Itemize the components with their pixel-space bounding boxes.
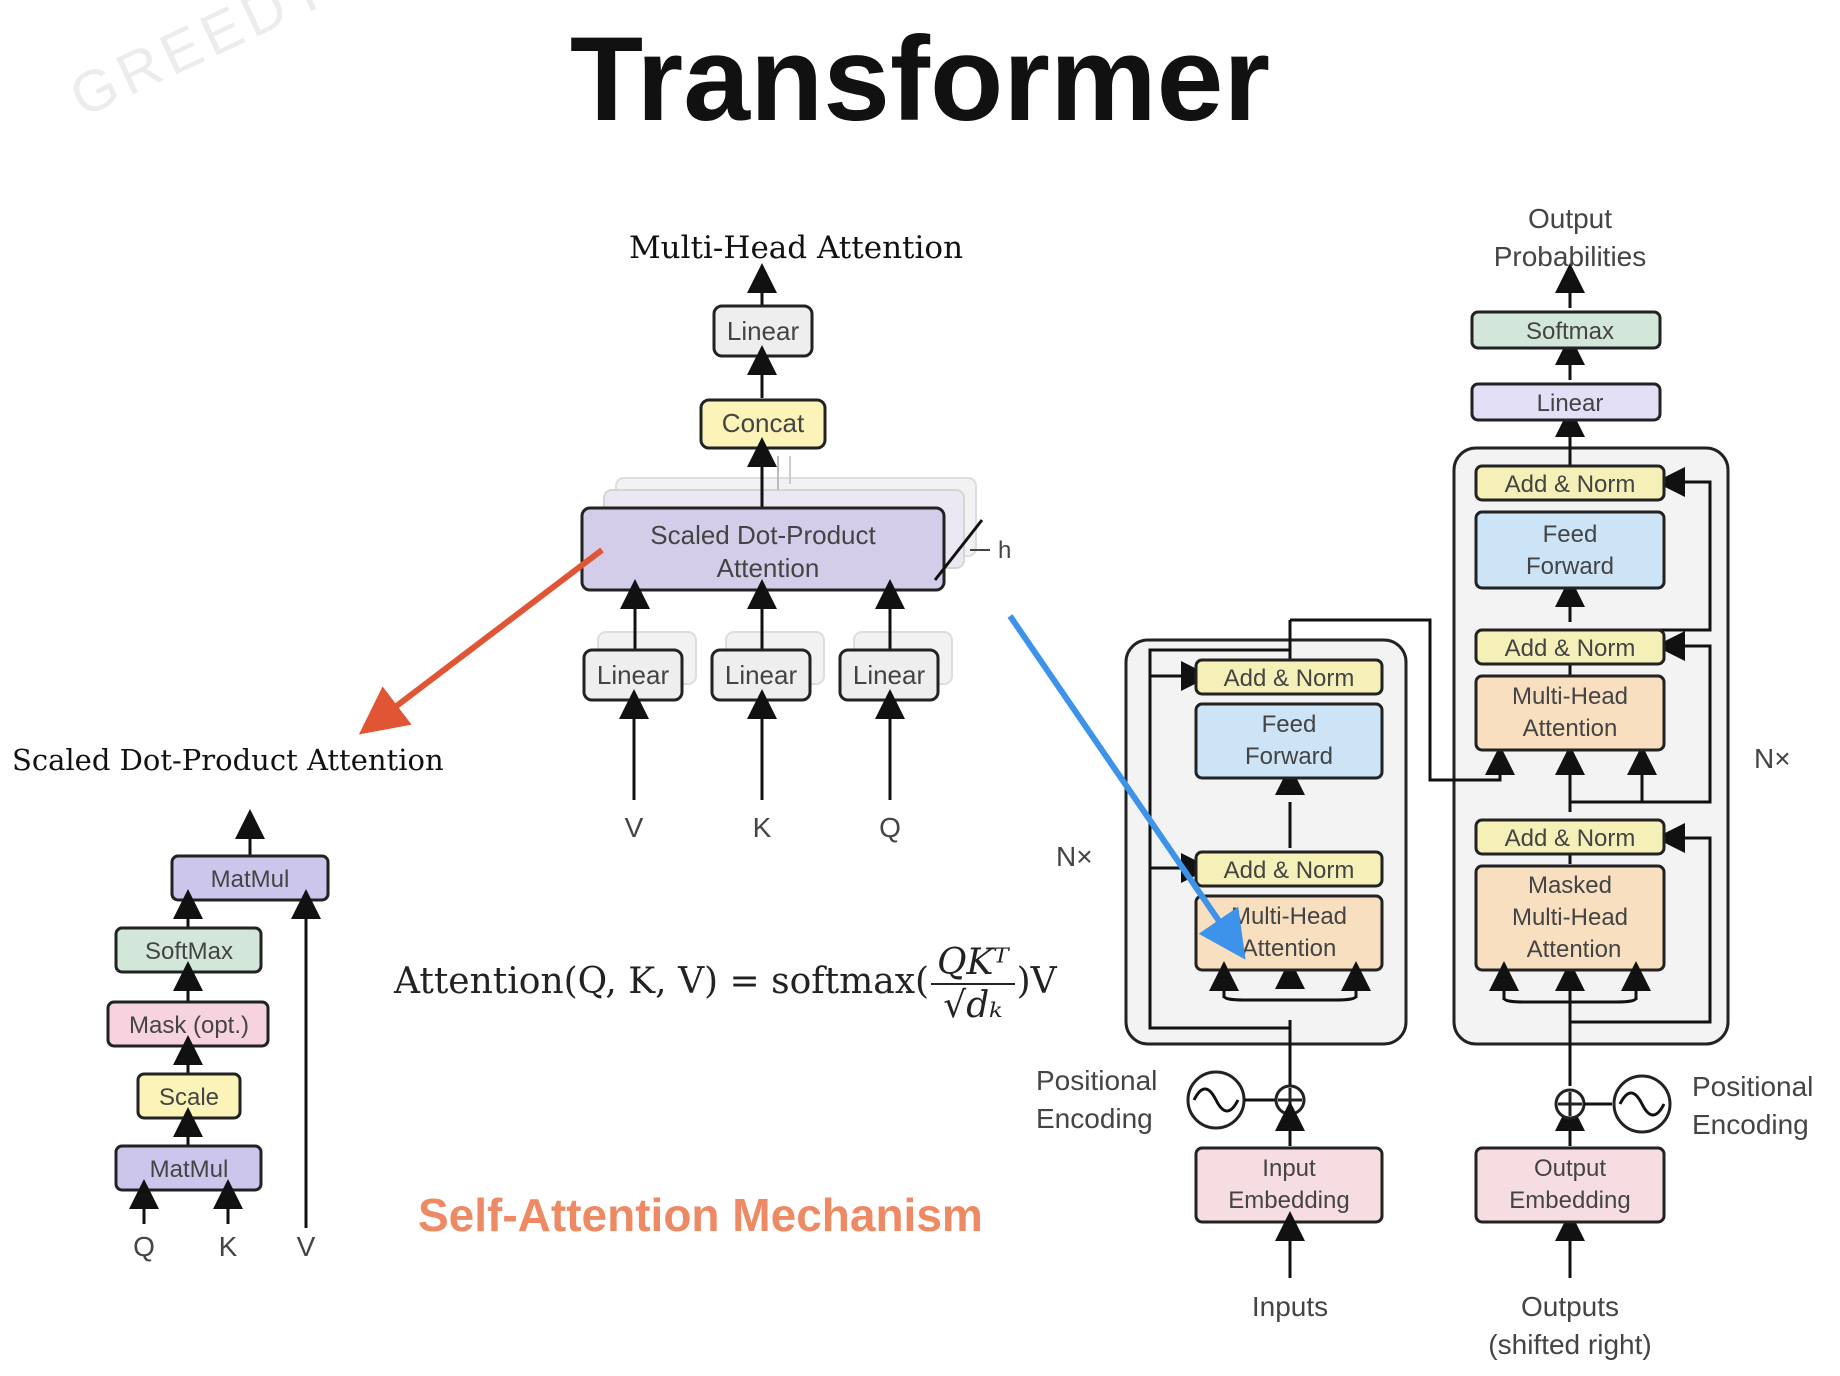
dec-mha-label-2: Attention	[1523, 715, 1618, 742]
dec-emb-label-1: Output	[1534, 1155, 1606, 1182]
dec-ff-label-2: Forward	[1526, 553, 1614, 580]
dec-masked-fork	[1502, 997, 1638, 1004]
dec-masked-label-1: Masked	[1528, 872, 1612, 899]
dec-output-embedding	[1474, 1146, 1666, 1224]
dec-add-norm-2-label: Add & Norm	[1505, 635, 1636, 662]
enc-to-dec-cross	[1290, 618, 1515, 782]
dec-emb-label-2: Embedding	[1509, 1187, 1630, 1214]
mha-sdpa-label-2: Attention	[717, 553, 820, 583]
enc-mha-label-1: Multi-Head	[1231, 903, 1347, 930]
formula-fraction: QKᵀ√dₖ	[931, 942, 1015, 1026]
red-pointer-arrow	[358, 547, 604, 735]
dec-masked-mha	[1474, 864, 1666, 972]
mha-sdpa-label-1: Scaled Dot-Product	[650, 520, 876, 550]
enc-feed-forward	[1194, 702, 1384, 780]
dec-feed-forward	[1474, 510, 1666, 590]
enc-ff-label-1: Feed	[1262, 711, 1317, 738]
dec-nx: N×	[1754, 743, 1791, 774]
mha-input-k: K	[753, 812, 772, 843]
enc-add-norm-bottom-label: Add & Norm	[1224, 857, 1355, 884]
enc-ff-label-2: Forward	[1245, 743, 1333, 770]
sdpa-k: K	[219, 1231, 238, 1262]
dec-add-norm-1	[1474, 464, 1666, 502]
mha-linear-q-label: Linear	[853, 660, 926, 690]
sdpa-softmax-label: SoftMax	[145, 938, 233, 965]
sdpa-scale-label: Scale	[159, 1084, 219, 1111]
dec-add-norm-3-label: Add & Norm	[1505, 825, 1636, 852]
dec-linear	[1470, 382, 1662, 422]
dec-masked-label-3: Attention	[1527, 936, 1622, 963]
mechanism-label: Self-Attention Mechanism	[418, 1189, 983, 1241]
sdpa-matmul-top-label: MatMul	[211, 866, 290, 893]
enc-pe-1: Positional	[1036, 1065, 1157, 1096]
outputs-label-1: Outputs	[1521, 1291, 1619, 1322]
dec-masked-label-2: Multi-Head	[1512, 904, 1628, 931]
sdpa-matmul-top	[170, 854, 330, 902]
dec-cross-fork	[1570, 745, 1657, 804]
mha-linear-v-label: Linear	[597, 660, 670, 690]
sdpa-q: Q	[133, 1231, 155, 1262]
dec-ff-label-1: Feed	[1543, 521, 1598, 548]
inputs-label: Inputs	[1252, 1291, 1328, 1322]
formula-rhs: )V	[1016, 961, 1057, 1002]
slide-title: Transformer	[569, 12, 1271, 146]
mha-input-q: Q	[879, 812, 901, 843]
h-label: h	[998, 537, 1011, 564]
enc-emb-label-1: Input	[1262, 1155, 1316, 1182]
dec-pe-2: Encoding	[1692, 1109, 1809, 1140]
sdpa-v: V	[297, 1231, 316, 1262]
enc-emb-label-2: Embedding	[1228, 1187, 1349, 1214]
enc-add-norm-bottom	[1194, 850, 1384, 888]
mha-input-v: V	[625, 812, 644, 843]
enc-add-norm-top-label: Add & Norm	[1224, 665, 1355, 692]
formula-denominator: √dₖ	[943, 985, 1003, 1026]
dec-add-norm-2	[1474, 628, 1666, 666]
dec-pe-wave	[1618, 1091, 1666, 1117]
mha-linear-top-label: Linear	[727, 316, 800, 346]
enc-pe-2: Encoding	[1036, 1103, 1153, 1134]
dec-add-norm-1-label: Add & Norm	[1505, 471, 1636, 498]
dec-add-norm-3	[1474, 818, 1666, 856]
attention-formula: Attention(Q, K, V) = softmax(QKᵀ√dₖ)V	[394, 942, 1057, 1026]
enc-mha-fork	[1222, 995, 1358, 1002]
dec-pe-1: Positional	[1692, 1071, 1813, 1102]
enc-pe-wave	[1192, 1087, 1240, 1113]
output-prob-2: Probabilities	[1494, 241, 1647, 272]
enc-nx: N×	[1056, 841, 1093, 872]
h-bracket	[933, 519, 984, 581]
mha-concat-label: Concat	[722, 408, 805, 438]
blue-pointer-arrow	[1007, 614, 1246, 960]
sdpa-mask-label: Mask (opt.)	[129, 1012, 249, 1039]
sdpa-matmul-bottom-label: MatMul	[150, 1156, 229, 1183]
dec-multi-head	[1474, 674, 1666, 752]
mha-linear-k-label: Linear	[725, 660, 798, 690]
dec-softmax-label: Softmax	[1526, 318, 1614, 345]
mha-title: Multi-Head Attention	[629, 230, 963, 266]
enc-add-norm-top	[1194, 658, 1384, 696]
dec-linear-label: Linear	[1537, 390, 1604, 417]
formula-lhs: Attention(Q, K, V) = softmax(	[394, 961, 930, 1002]
enc-mha-label-2: Attention	[1242, 935, 1337, 962]
dec-res-1	[1570, 823, 1712, 1024]
dec-softmax	[1470, 310, 1662, 350]
formula-numerator: QKᵀ	[931, 942, 1015, 985]
dec-mha-label-1: Multi-Head	[1512, 683, 1628, 710]
output-prob-1: Output	[1528, 203, 1612, 234]
outputs-label-2: (shifted right)	[1488, 1329, 1651, 1360]
sdpa-title: Scaled Dot-Product Attention	[12, 743, 444, 777]
